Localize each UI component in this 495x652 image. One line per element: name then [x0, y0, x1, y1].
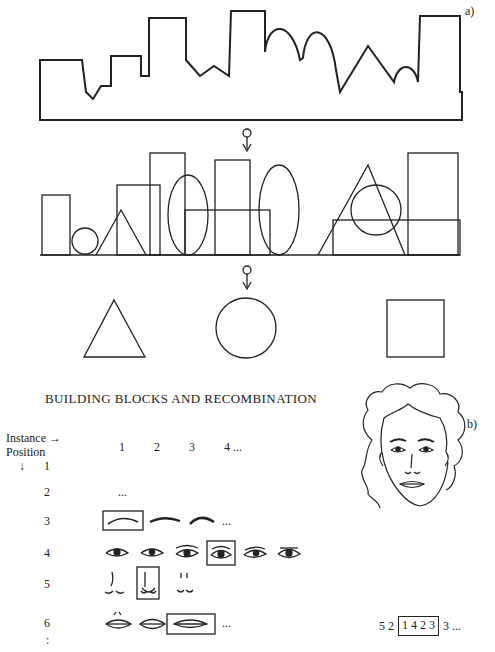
column-number: 4 ...: [224, 441, 242, 454]
column-number: 2: [154, 441, 160, 454]
transform-arrow: [246, 274, 247, 287]
row-number: 3: [44, 515, 50, 528]
transform-node: [243, 266, 251, 274]
eye-variants: [106, 541, 300, 565]
axis-arrow: ↓: [19, 460, 25, 473]
sequence-code: 5 2: [379, 620, 394, 633]
panel-heading: BUILDING BLOCKS AND RECOMBINATION: [45, 391, 317, 407]
column-number: 3: [189, 441, 195, 454]
row-number: 6: [44, 617, 50, 630]
triangle-primitive: [84, 300, 145, 357]
box-text: 1 4 2 3: [402, 619, 435, 632]
sequence-code: 3 ...: [443, 620, 461, 633]
arrow-head: [243, 144, 251, 151]
row-number: 5: [44, 578, 50, 591]
ellipsis: ...: [222, 515, 231, 528]
nose-variants: [105, 567, 193, 599]
ellipsis: ...: [118, 486, 127, 499]
transform-node: [243, 129, 251, 137]
column-number: 1: [119, 441, 125, 454]
panel-letter: a): [465, 5, 474, 18]
row-number: 4: [44, 547, 50, 560]
axis-label: Position: [6, 446, 45, 459]
face-drawing: [362, 384, 465, 508]
arrow-head: [243, 282, 251, 289]
skyline-outline: [40, 11, 462, 120]
panel-letter: b): [467, 418, 477, 431]
mouth-variants: [106, 612, 215, 634]
ellipsis: ...: [222, 617, 231, 630]
axis-label: Instance →: [6, 432, 61, 445]
circle-primitive: [216, 298, 276, 358]
transform-arrow: [246, 137, 247, 149]
row-ellipsis: :: [46, 634, 49, 647]
code-box: 1 4 2 3: [398, 616, 439, 636]
eyebrow-variants: [103, 511, 214, 530]
row-number: 1: [44, 460, 50, 473]
row-number: 2: [44, 486, 50, 499]
decomposition-shapes: [40, 153, 460, 255]
square-primitive: [387, 300, 444, 357]
